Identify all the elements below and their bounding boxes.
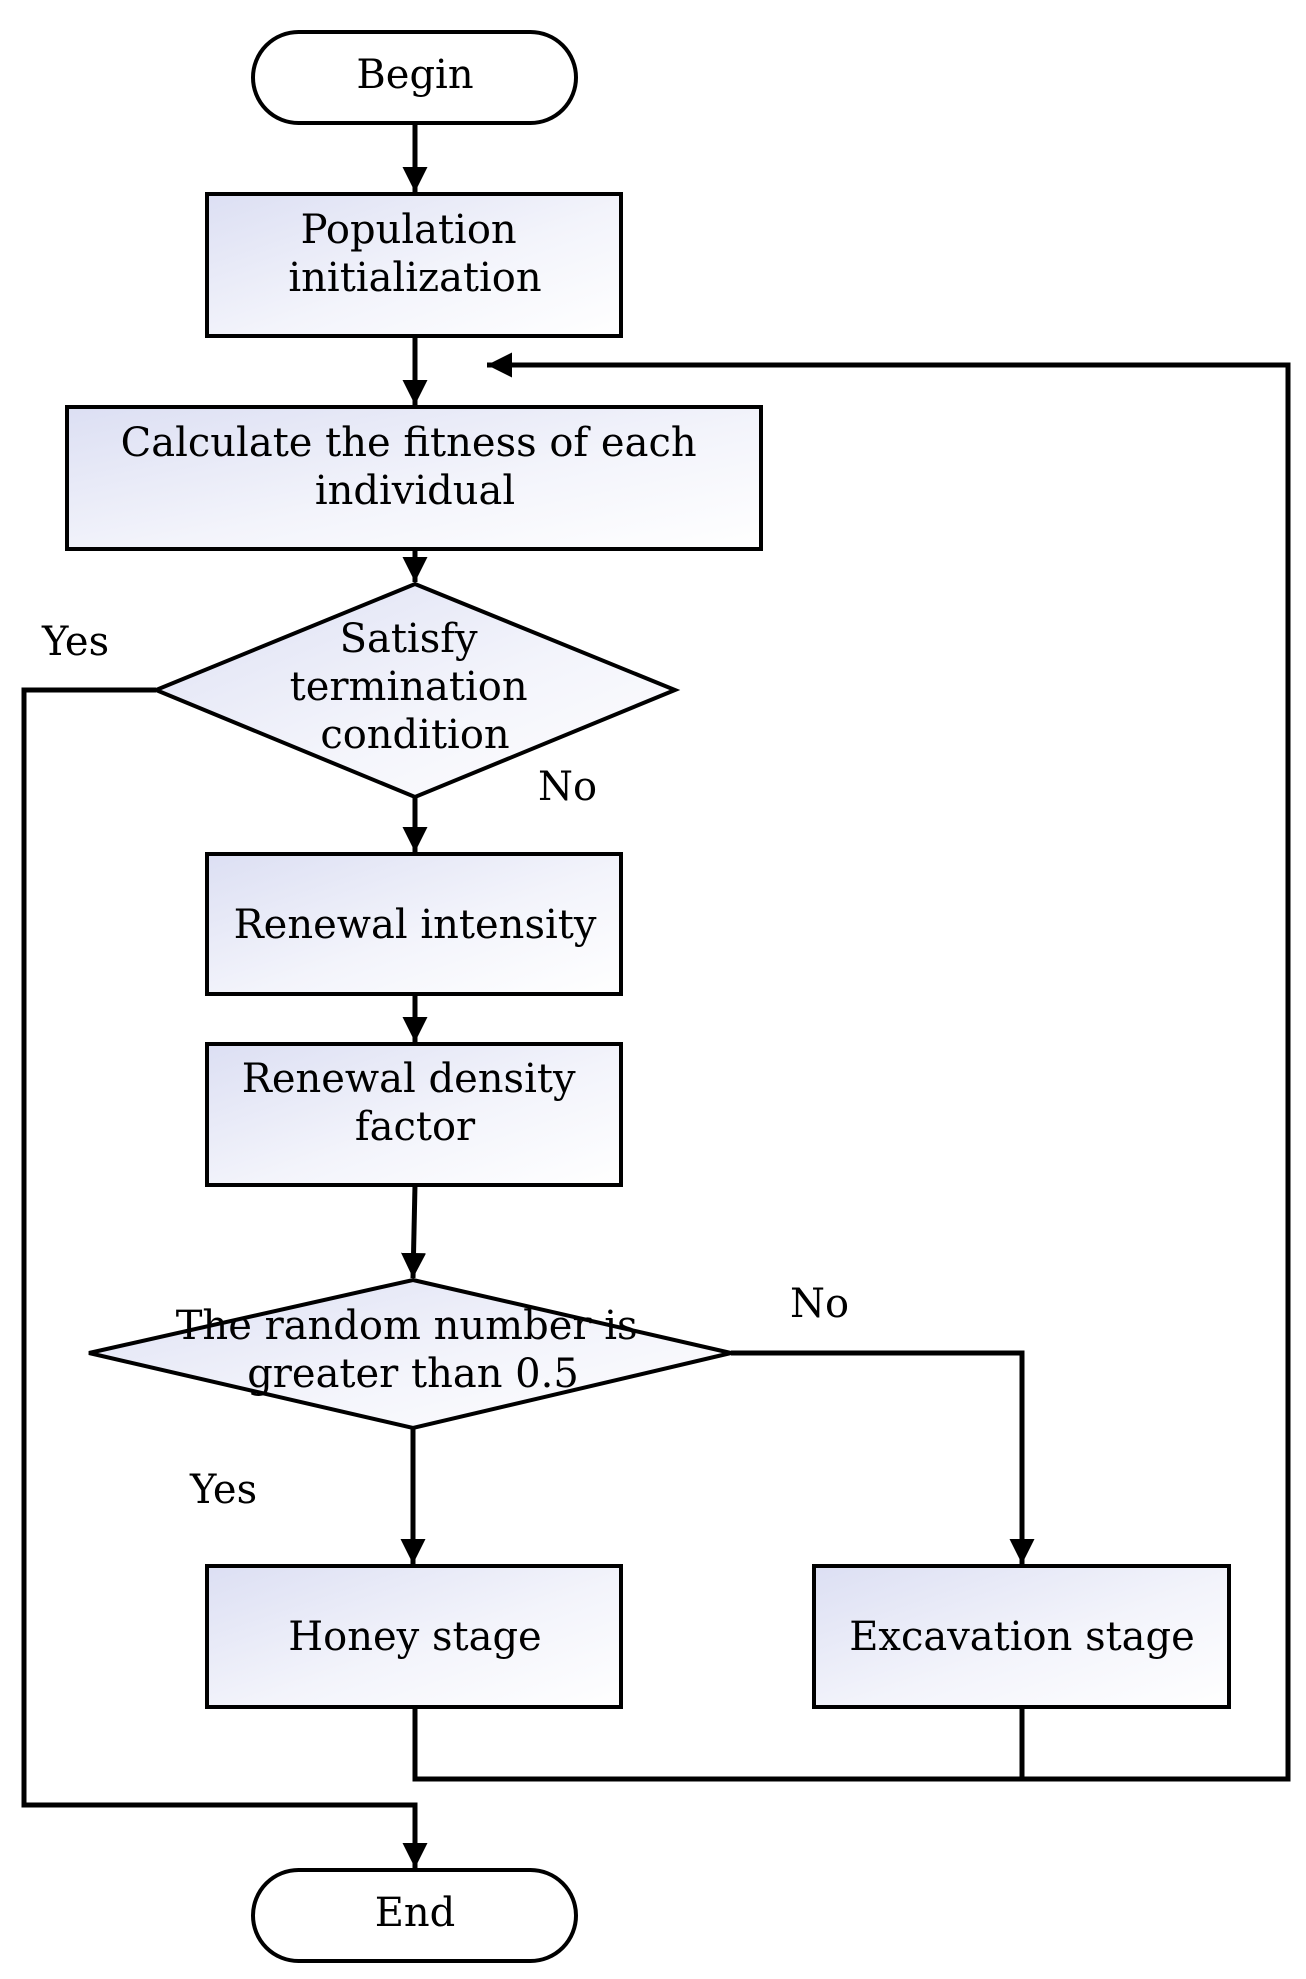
renewal-intensity-label: Renewal intensity	[234, 902, 597, 948]
edge-termination-yes-to-end	[21, 687, 428, 1868]
end-node: End	[251, 1868, 578, 1963]
population-init-node: Population initialization	[205, 192, 623, 338]
edge-loop-back-to-fitness	[487, 352, 1291, 1782]
connectors	[21, 123, 1291, 1868]
random-yes-label: Yes	[189, 1467, 257, 1513]
honey-stage-label: Honey stage	[288, 1614, 541, 1660]
renewal-density-label: Renewal density factor	[242, 1056, 589, 1150]
calc-fitness-label: Calculate the fitness of each individual	[121, 420, 710, 514]
calc-fitness-node: Calculate the fitness of each individual	[65, 405, 763, 551]
end-label: End	[375, 1890, 456, 1936]
edge-random-no-to-excavation	[731, 1350, 1035, 1564]
renewal-intensity-node: Renewal intensity	[205, 852, 623, 996]
excavation-stage-label: Excavation stage	[849, 1614, 1195, 1660]
excavation-stage-node: Excavation stage	[812, 1564, 1231, 1709]
edge-density-to-random	[401, 1184, 427, 1279]
termination-check-node: Satisfy termination condition	[150, 581, 681, 800]
random-check-label: The random number is greater than 0.5	[176, 1303, 651, 1397]
honey-stage-node: Honey stage	[205, 1564, 623, 1709]
renewal-density-node: Renewal density factor	[205, 1042, 623, 1187]
termination-yes-label: Yes	[41, 619, 109, 665]
edge-honey-merge	[412, 1707, 1022, 1782]
termination-check-label: Satisfy termination condition	[290, 616, 541, 758]
termination-no-label: No	[538, 764, 597, 810]
random-check-node: The random number is greater than 0.5	[88, 1277, 732, 1431]
begin-node: Begin	[251, 30, 578, 125]
begin-label: Begin	[356, 52, 473, 98]
random-no-label: No	[790, 1281, 849, 1327]
population-init-label: Population initialization	[288, 207, 541, 301]
